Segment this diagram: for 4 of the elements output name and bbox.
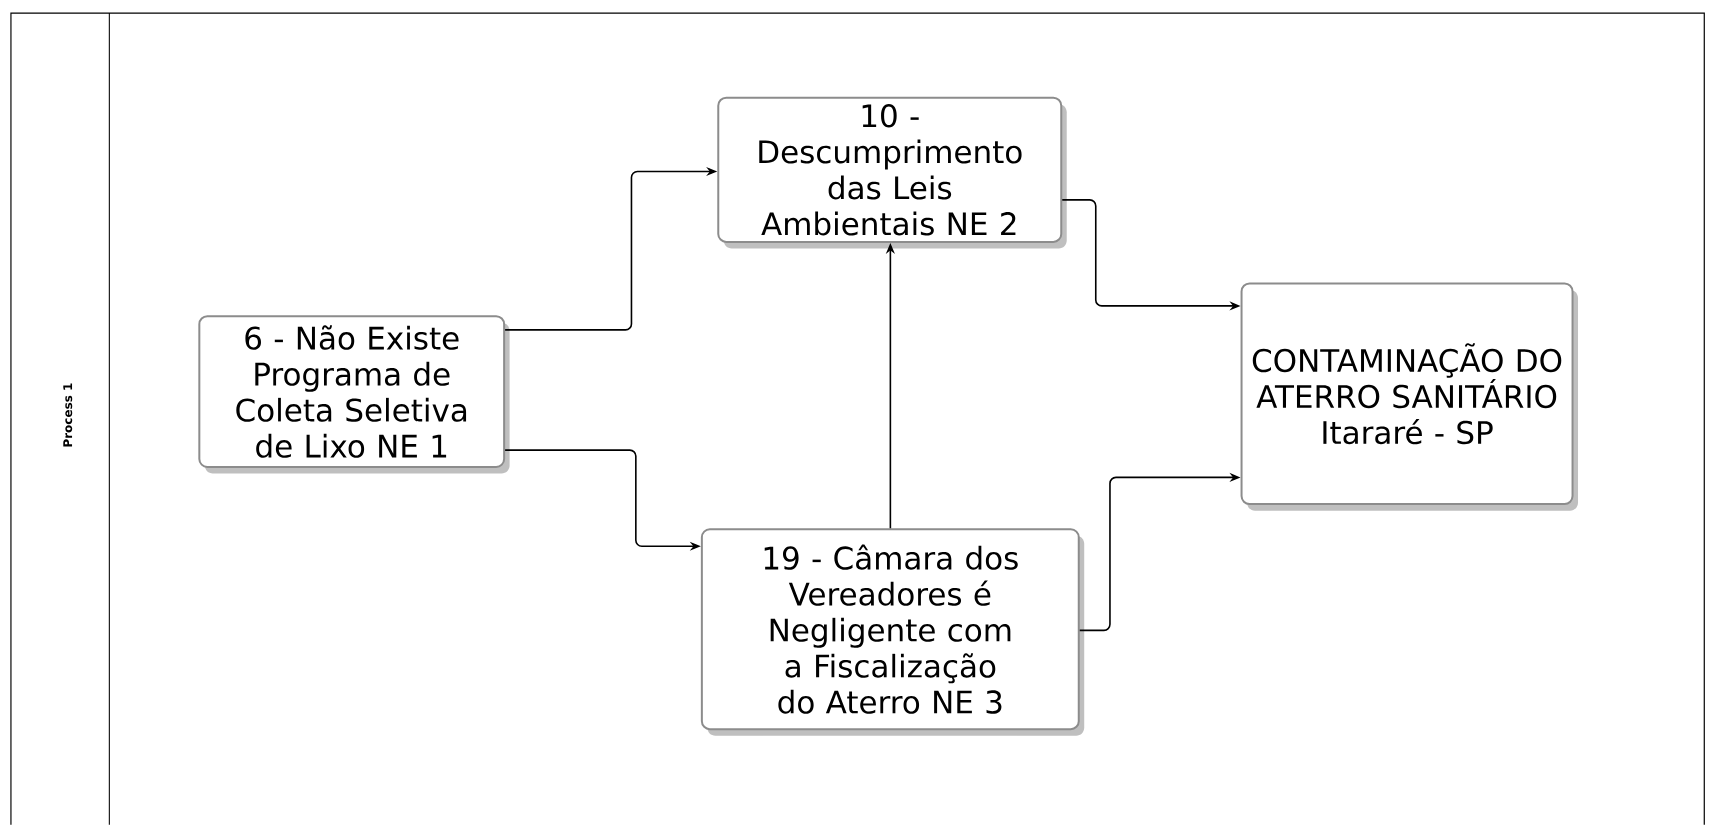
process-box: 6 - Não Existe Programa de Coleta Seletiva de Lixo NE 1 [198, 315, 510, 474]
process-box: 10 - Descumprimento das Leis Ambientais NE 2 [717, 96, 1067, 249]
process-box: 19 - Câmara dos Vereadores é Negligente com a Fiscalização do Aterro NE 3 [700, 528, 1085, 736]
process-box: CONTAMINAÇÃO DO ATERRO SANITÁRIO Itararé - SP [1240, 282, 1578, 511]
